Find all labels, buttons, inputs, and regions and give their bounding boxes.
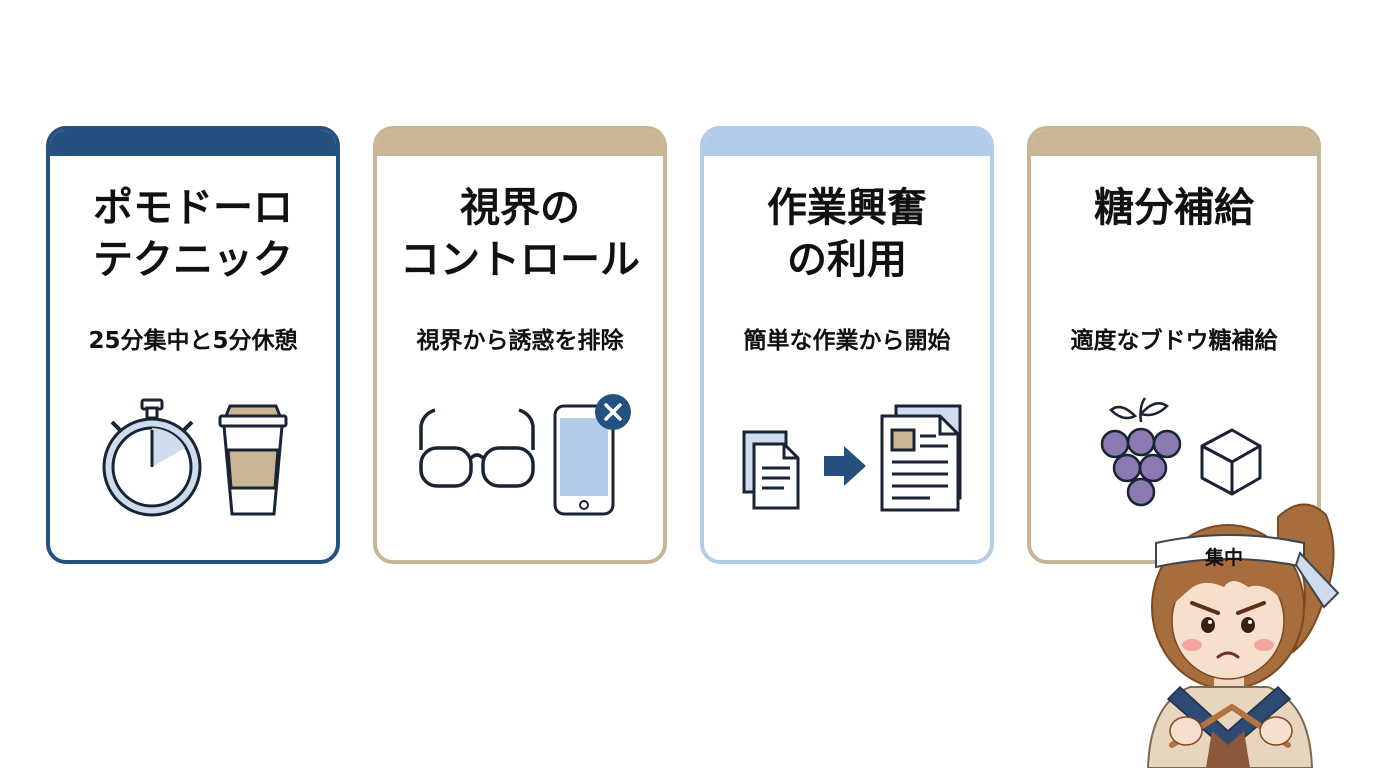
card-subtitle: 簡単な作業から開始	[743, 328, 951, 354]
arrow-right-icon	[824, 446, 866, 486]
grapes-icon	[1100, 397, 1182, 507]
card-pomodoro: ポモドーロ テクニック 25分集中と5分休憩	[46, 126, 340, 564]
card-header-band	[50, 130, 336, 156]
card-title: 糖分補給	[1031, 182, 1317, 234]
smartphone-blocked-icon	[553, 394, 631, 516]
card-icons	[102, 398, 288, 517]
card-header-band	[1031, 130, 1317, 156]
large-documents-icon	[880, 404, 962, 512]
card-title-line: テクニック	[93, 237, 293, 283]
card-title-line: ポモドーロ	[93, 185, 293, 231]
stopwatch-icon	[102, 398, 202, 517]
card-sugar-supplement: 糖分補給 適度なブドウ糖補給	[1027, 126, 1321, 564]
card-icons	[742, 404, 962, 512]
card-title: 視界の コントロール	[377, 182, 663, 286]
card-title-line: 視界の	[460, 185, 580, 231]
glasses-icon	[419, 408, 535, 488]
card-title-line: の利用	[787, 237, 907, 283]
card-subtitle: 適度なブドウ糖補給	[1070, 328, 1278, 354]
coffee-cup-icon	[218, 404, 288, 516]
card-icons	[1100, 397, 1262, 507]
card-header-band	[377, 130, 663, 156]
small-documents-icon	[742, 430, 800, 510]
headband-text: 集中	[1204, 546, 1243, 569]
card-title-line: 糖分補給	[1094, 185, 1254, 231]
card-subtitle: 視界から誘惑を排除	[416, 328, 624, 354]
card-work-excitement: 作業興奮 の利用 簡単な作業から開始	[700, 126, 994, 564]
card-title: ポモドーロ テクニック	[50, 182, 336, 286]
card-header-band	[704, 130, 990, 156]
card-vision-control: 視界の コントロール 視界から誘惑を排除	[373, 126, 667, 564]
focused-student-icon: 集中	[1146, 503, 1340, 768]
card-title-line: 作業興奮	[767, 185, 927, 231]
sugar-cube-icon	[1200, 428, 1262, 496]
card-title-line: コントロール	[400, 237, 640, 283]
card-subtitle: 25分集中と5分休憩	[88, 328, 298, 354]
card-title: 作業興奮 の利用	[704, 182, 990, 286]
card-icons	[419, 394, 631, 516]
